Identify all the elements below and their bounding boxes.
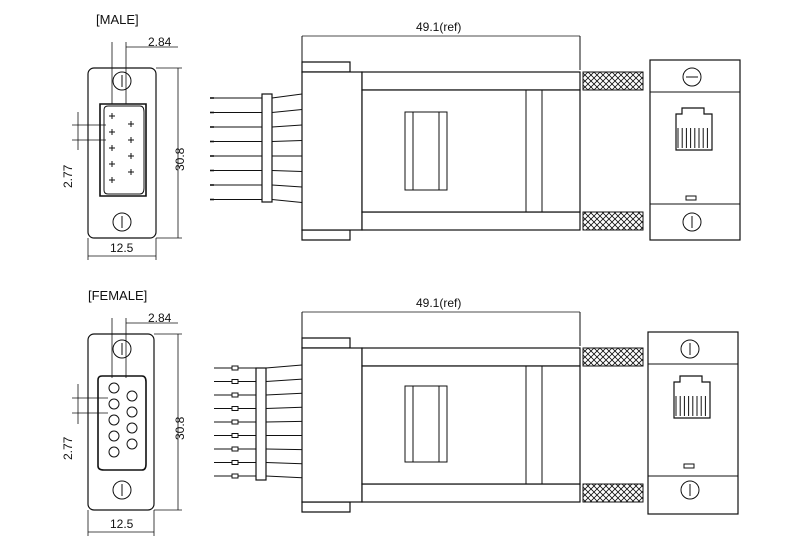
female-sockets xyxy=(108,382,138,458)
female-front-dims: 2.84 30.8 2.77 12.5 xyxy=(61,311,187,536)
male-wire xyxy=(212,140,303,142)
female-socket xyxy=(126,438,138,450)
female-rj45-contacts xyxy=(675,396,706,416)
female-crimp xyxy=(231,473,239,479)
male-dim-overall-length: 49.1(ref) xyxy=(416,20,461,34)
female-crimp xyxy=(231,392,239,398)
female-crimp xyxy=(231,419,239,425)
female-wire xyxy=(214,462,303,465)
male-wires xyxy=(210,93,303,203)
female-side-view: 49.1(ref) xyxy=(214,296,739,515)
female-dim-shell-height: 30.8 xyxy=(173,416,187,440)
female-dim-overall-length: 49.1(ref) xyxy=(416,296,461,310)
female-dim-row-pitch: 2.77 xyxy=(61,436,75,460)
female-socket xyxy=(126,422,138,434)
female-socket xyxy=(126,406,138,418)
female-crimp xyxy=(231,433,239,438)
male-dim-shell-width: 12.5 xyxy=(110,241,134,255)
female-crimp xyxy=(231,406,239,411)
female-crimp xyxy=(231,446,239,452)
female-socket xyxy=(108,446,120,458)
male-wire xyxy=(212,124,303,128)
female-dim-pin-offset: 2.84 xyxy=(148,311,172,325)
male-wire xyxy=(212,109,303,113)
female-wire xyxy=(214,420,303,423)
female-wire xyxy=(214,392,303,396)
female-socket xyxy=(108,430,120,442)
female-wires xyxy=(214,364,303,479)
male-rj45-contacts xyxy=(677,128,708,148)
male-wire xyxy=(212,184,303,188)
female-socket xyxy=(108,414,120,426)
female-crimp xyxy=(231,379,239,384)
male-label: [MALE] xyxy=(96,12,139,27)
male-wire xyxy=(212,93,303,99)
female-wire xyxy=(214,448,303,451)
female-crimp xyxy=(231,460,239,465)
female-label: [FEMALE] xyxy=(88,288,147,303)
female-wire xyxy=(214,406,303,409)
male-wire xyxy=(212,170,303,172)
female-socket xyxy=(126,390,138,402)
female-wire xyxy=(214,364,303,369)
female-dim-shell-width: 12.5 xyxy=(110,517,134,531)
male-dim-shell-height: 30.8 xyxy=(173,147,187,171)
female-socket xyxy=(108,398,120,410)
female-front-face xyxy=(87,333,155,511)
female-view: [FEMALE] 2.84 30.8 2.77 xyxy=(61,288,739,536)
male-view: [MALE] 2.84 30.8 2.77 xyxy=(61,12,741,260)
female-wire xyxy=(214,378,303,382)
female-crimp xyxy=(231,365,239,371)
male-dim-row-pitch: 2.77 xyxy=(61,164,75,188)
male-front-face xyxy=(87,67,157,239)
male-dim-pin-offset: 2.84 xyxy=(148,35,172,49)
female-wire xyxy=(214,475,303,479)
male-wire xyxy=(212,199,303,203)
male-pins xyxy=(109,113,134,183)
male-side-view: 49.1(ref) xyxy=(210,20,741,241)
female-socket xyxy=(108,382,120,394)
male-front-dims: 2.84 30.8 2.77 12.5 xyxy=(61,35,187,260)
